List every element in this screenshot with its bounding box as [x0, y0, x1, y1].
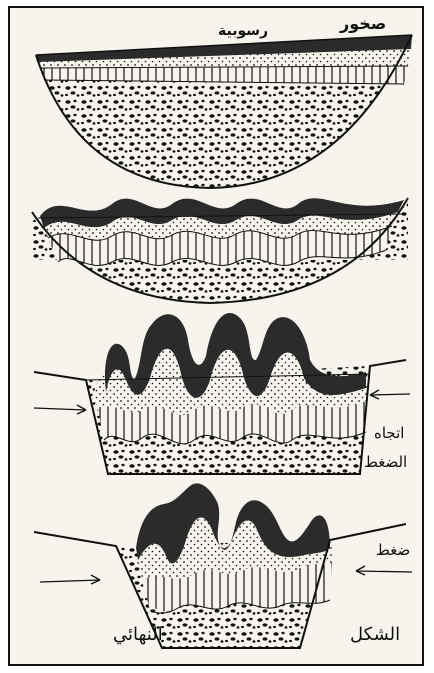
label-sedimentary-rocks-2: رسوبية [218, 24, 268, 38]
label-pressure: ضغط [376, 543, 410, 558]
stage-3-compressed-folds [34, 313, 410, 474]
label-pressure-direction: الضغط [364, 455, 407, 470]
arrow-right-stage-3 [370, 394, 410, 395]
stage-1-horizontal [36, 35, 412, 188]
arrow-left-stage-3 [34, 408, 86, 410]
arrow-right-stage-4 [356, 571, 412, 572]
arrow-left-stage-4 [40, 580, 100, 582]
label-final-shape-2: النهائي [113, 626, 163, 644]
label-sedimentary-rocks-1: صخور [340, 16, 386, 32]
label-direction: اتجاه [374, 426, 404, 441]
label-final-shape-1: الشكل [350, 626, 400, 644]
stage-2-gentle-folds [32, 198, 408, 303]
